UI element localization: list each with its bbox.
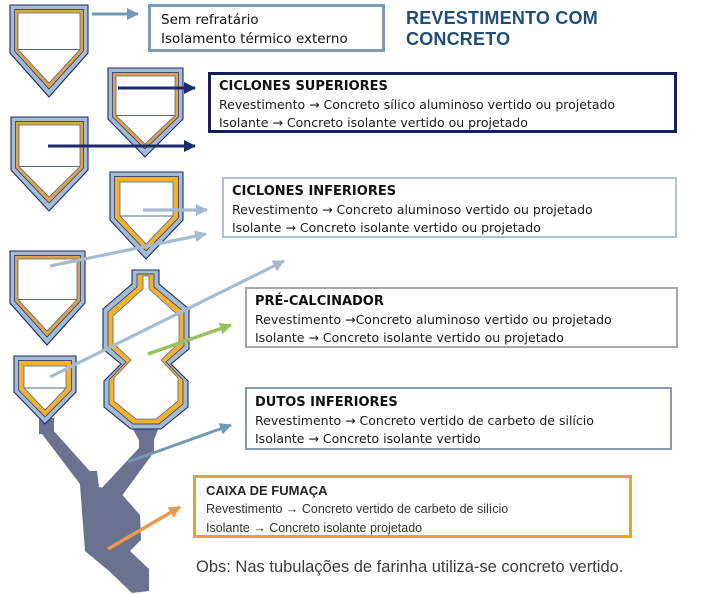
arrow-to-pre-calcinador (147, 322, 232, 356)
sem-refratario-line2: Isolamento térmico externo (161, 31, 348, 47)
arrow-to-dutos-inferiores (127, 423, 232, 464)
cyclone-middle-2 (109, 171, 184, 260)
pre-calcinador-isolante: Isolante → Concreto isolante vertido ou … (255, 330, 564, 345)
ciclones-superiores-heading: CICLONES SUPERIORES (219, 79, 388, 94)
ciclones-inferiores-revestimento: Revestimento → Concreto aluminoso vertid… (232, 202, 593, 217)
dutos-inferiores-isolante: Isolante → Concreto isolante vertido (255, 431, 481, 446)
sem-refratario-line1: Sem refratário (161, 12, 259, 28)
cyclone-left-3 (9, 250, 86, 346)
arrow-to-ciclones-inferiores-2 (49, 230, 207, 268)
page-title: REVESTIMENTO COM CONCRETO (406, 8, 598, 49)
pre-calcinador-revestimento: Revestimento →Concreto aluminoso vertido… (255, 312, 612, 327)
ciclones-inferiores-heading: CICLONES INFERIORES (232, 184, 397, 199)
label-box-ciclones-superiores: CICLONES SUPERIORES Revestimento → Concr… (208, 72, 677, 133)
ciclones-inferiores-isolante: Isolante → Concreto isolante vertido ou … (232, 220, 541, 235)
caixa-de-fumaca-isolante: Isolante → Concreto isolante projetado (206, 521, 423, 535)
label-box-dutos-inferiores: DUTOS INFERIORES Revestimento → Concreto… (245, 387, 672, 450)
dutos-inferiores-revestimento: Revestimento → Concreto vertido de carbe… (255, 413, 594, 428)
cyclone-left-4 (13, 355, 77, 425)
ciclones-superiores-revestimento: Revestimento → Concreto sílico aluminoso… (219, 97, 616, 112)
label-box-ciclones-inferiores: CICLONES INFERIORES Revestimento → Concr… (222, 177, 677, 238)
label-box-pre-calcinador: PRÉ-CALCINADOR Revestimento →Concreto al… (245, 287, 678, 348)
pre-calcinador-heading: PRÉ-CALCINADOR (255, 294, 384, 309)
arrow-to-caixa-de-fumaca (107, 505, 181, 551)
cyclone-left-1 (9, 4, 89, 98)
caixa-de-fumaca-heading: CAIXA DE FUMAÇA (206, 483, 328, 498)
calciner-vessel-icon (102, 269, 190, 430)
label-box-caixa-de-fumaca: CAIXA DE FUMAÇA Revestimento → Concreto … (193, 475, 632, 538)
cyclone-middle-1 (107, 67, 184, 158)
smoke-box-duct-icon (39, 418, 161, 593)
label-box-sem-refratario: Sem refratário Isolamento térmico extern… (148, 4, 385, 52)
observation-note: Obs: Nas tubulações de farinha utiliza-s… (196, 558, 624, 576)
arrow-to-ciclones-inferiores-3 (49, 259, 285, 379)
ciclones-superiores-isolante: Isolante → Concreto isolante vertido ou … (219, 115, 528, 130)
caixa-de-fumaca-revestimento: Revestimento → Concreto vertido de carbe… (206, 502, 509, 516)
dutos-inferiores-heading: DUTOS INFERIORES (255, 395, 398, 410)
cyclone-left-2 (10, 116, 89, 212)
